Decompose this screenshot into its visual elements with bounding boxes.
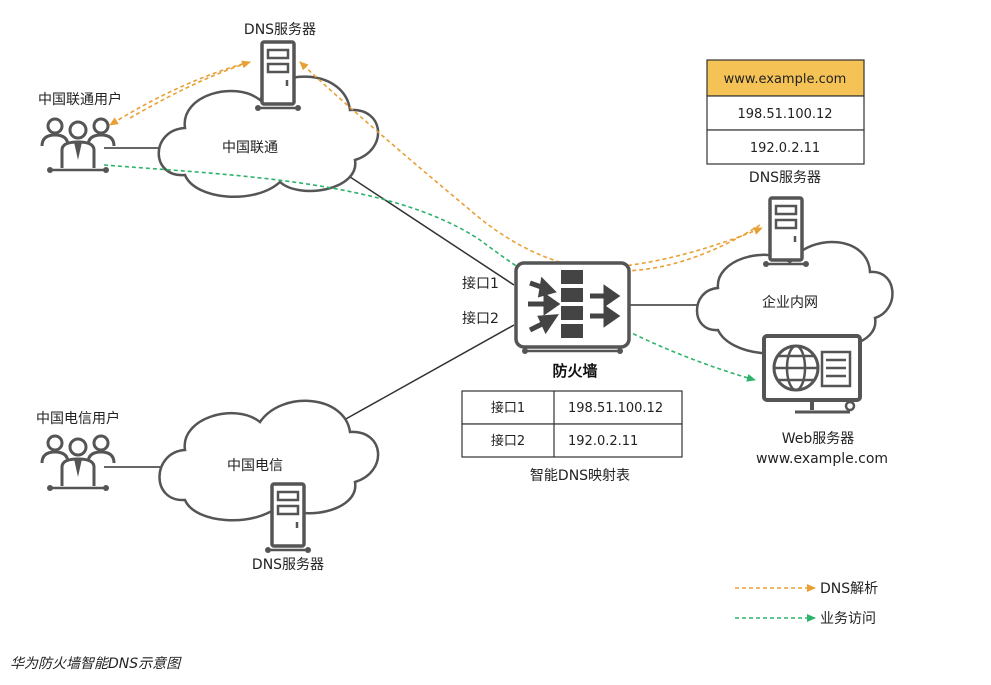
web-domain-label: www.example.com	[756, 451, 888, 467]
dns-server-right-label: DNS服务器	[749, 170, 821, 186]
mapping-iface-1: 接口1	[491, 400, 525, 416]
mapping-table-title: 智能DNS映射表	[530, 468, 630, 484]
mapping-ip-2: 192.0.2.11	[568, 434, 638, 449]
smart-dns-mapping-table: 接口1 198.51.100.12 接口2 192.0.2.11 智能DNS映射…	[461, 390, 683, 484]
dns-resolution-flows	[109, 60, 763, 272]
telecom-user-icon	[40, 434, 116, 491]
unicom-cloud-label: 中国联通	[222, 140, 278, 156]
legend: DNS解析 业务访问	[735, 581, 878, 627]
dns-flow-user-to-dns-reverse	[129, 60, 251, 119]
mapping-ip-1: 198.51.100.12	[568, 401, 663, 416]
network-links	[104, 147, 710, 468]
telecom-user-label: 中国电信用户	[36, 410, 120, 427]
dns-server-top-icon	[253, 40, 303, 113]
dns-record-header: www.example.com	[724, 72, 847, 87]
dns-server-bottom-label: DNS服务器	[252, 557, 324, 573]
dns-flow-user-to-dns	[109, 61, 251, 126]
figure-caption: 华为防火墙智能DNS示意图	[10, 656, 181, 672]
web-server-label: Web服务器	[782, 431, 855, 447]
unicom-cloud	[157, 75, 380, 198]
unicom-user-icon	[40, 117, 116, 173]
firewall-label: 防火墙	[552, 362, 597, 380]
legend-dns-label: DNS解析	[820, 581, 878, 597]
unicom-user-label: 中国联通用户	[38, 91, 122, 108]
dns-server-bottom-icon	[263, 482, 313, 555]
telecom-cloud-label: 中国电信	[227, 458, 283, 474]
dns-flow-firewall-to-dns-top	[299, 61, 761, 272]
service-flow-user-to-web	[103, 164, 756, 382]
interface2-label: 接口2	[462, 310, 499, 327]
firewall-icon	[514, 261, 631, 354]
web-server-icon	[762, 334, 862, 414]
legend-service-label: 业务访问	[820, 611, 876, 627]
interface1-label: 接口1	[462, 275, 499, 292]
dns-record-ip-2: 192.0.2.11	[750, 141, 820, 156]
dns-server-right-icon	[761, 196, 811, 269]
link-telecom-firewall	[334, 324, 515, 426]
service-access-flows	[103, 164, 756, 382]
dns-record-table: www.example.com 198.51.100.12 192.0.2.11	[706, 59, 865, 165]
dns-server-top-label: DNS服务器	[244, 22, 316, 38]
link-unicom-firewall	[334, 166, 515, 286]
mapping-iface-2: 接口2	[491, 433, 525, 449]
dns-record-ip-1: 198.51.100.12	[737, 107, 832, 122]
intranet-label: 企业内网	[762, 294, 818, 311]
